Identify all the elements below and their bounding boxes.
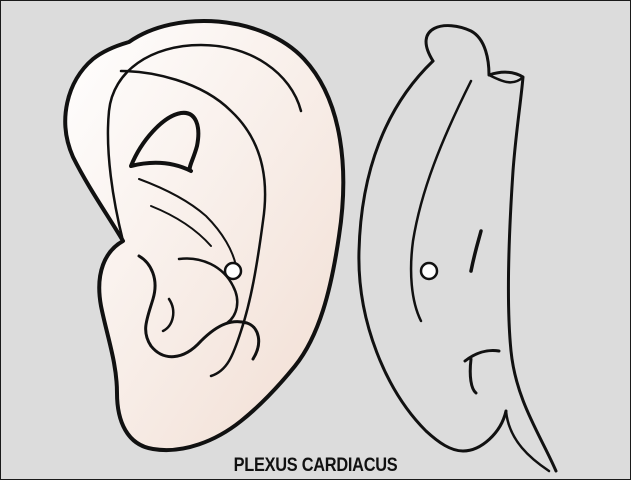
ear-back-view — [359, 26, 556, 471]
ear-back-groove — [471, 231, 481, 271]
ear-back-rim — [359, 61, 506, 451]
plexus-cardiacus-point-back — [421, 263, 437, 279]
diagram-caption: PLEXUS CARDIACUS — [45, 455, 586, 477]
ear-back-ridge — [411, 81, 471, 321]
ear-front-view — [65, 21, 343, 450]
plexus-cardiacus-point-front — [225, 263, 241, 279]
ear-front-outline — [65, 21, 343, 450]
ear-back-outline — [426, 26, 556, 471]
ear-back-lobe-notch — [465, 350, 499, 393]
